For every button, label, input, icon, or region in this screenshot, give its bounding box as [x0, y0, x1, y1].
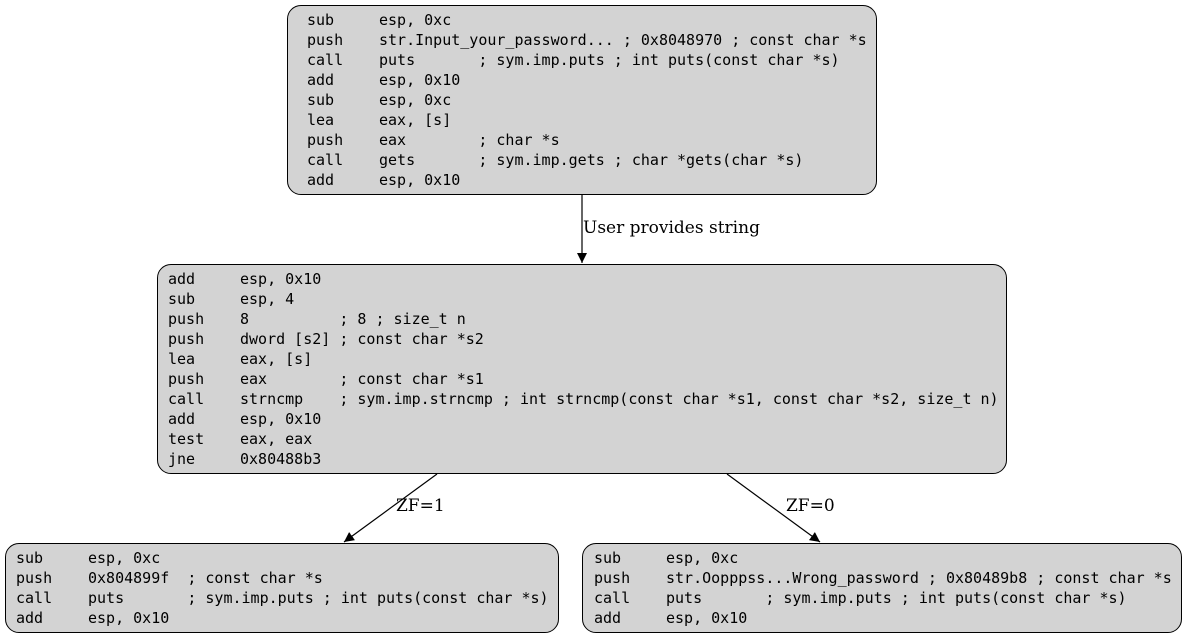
edge-zf0 — [726, 473, 821, 543]
asm-line: add esp, 0x10 — [307, 70, 867, 90]
mnemonic: push — [168, 310, 205, 328]
mnemonic: add — [594, 609, 622, 627]
basic-block-wrong-password: sub esp, 0xc push str.Oopppss...Wrong_pass… — [582, 543, 1182, 633]
operands: 0x804899f ; const char *s — [88, 569, 323, 587]
operands: esp, 0xc — [379, 91, 452, 109]
asm-line: call gets ; sym.imp.gets ; char *gets(cha… — [307, 150, 867, 170]
mnemonic: lea — [307, 111, 335, 129]
asm-line: push 0x804899f ; const char *s — [16, 568, 549, 588]
operands: gets ; sym.imp.gets ; char *gets(char *s… — [379, 151, 804, 169]
asm-line: call puts ; sym.imp.puts ; int puts(const… — [594, 588, 1172, 608]
mnemonic: push — [16, 569, 53, 587]
mnemonic: push — [168, 330, 205, 348]
asm-line: test eax, eax — [168, 429, 997, 449]
operands: esp, 0x10 — [666, 609, 748, 627]
mnemonic: push — [594, 569, 631, 587]
asm-line: sub esp, 0xc — [594, 548, 1172, 568]
edge-label-zf0: ZF=0 — [786, 496, 835, 516]
edge-label-user-input: User provides string — [583, 218, 760, 238]
operands: esp, 0x10 — [379, 71, 461, 89]
operands: esp, 0xc — [379, 11, 452, 29]
asm-line: add esp, 0x10 — [307, 170, 867, 190]
operands: esp, 0x10 — [240, 410, 322, 428]
asm-line: add esp, 0x10 — [16, 608, 549, 628]
edge-zf1 — [343, 473, 438, 543]
asm-line: push eax ; char *s — [307, 130, 867, 150]
mnemonic: call — [307, 151, 344, 169]
operands: esp, 4 — [240, 290, 295, 308]
basic-block-success: sub esp, 0xc push 0x804899f ; const char *… — [5, 543, 559, 633]
operands: eax ; char *s — [379, 131, 560, 149]
asm-line: add esp, 0x10 — [594, 608, 1172, 628]
operands: esp, 0xc — [88, 549, 161, 567]
operands: dword [s2] ; const char *s2 — [240, 330, 484, 348]
mnemonic: lea — [168, 350, 196, 368]
basic-block-compare: add esp, 0x10 sub esp, 4 push 8 ; 8 ; size_… — [157, 264, 1007, 474]
mnemonic: sub — [168, 290, 196, 308]
operands: str.Input_your_password... ; 0x8048970 ;… — [379, 31, 867, 49]
asm-line: call puts ; sym.imp.puts ; int puts(const… — [307, 50, 867, 70]
asm-line: sub esp, 0xc — [16, 548, 549, 568]
asm-line: lea eax, [s] — [168, 349, 997, 369]
asm-line: push dword [s2] ; const char *s2 — [168, 329, 997, 349]
asm-line: sub esp, 0xc — [307, 10, 867, 30]
operands: 8 ; 8 ; size_t n — [240, 310, 466, 328]
mnemonic: add — [307, 71, 335, 89]
operands: esp, 0x10 — [88, 609, 170, 627]
mnemonic: test — [168, 430, 205, 448]
asm-line: sub esp, 4 — [168, 289, 997, 309]
mnemonic: add — [168, 270, 196, 288]
mnemonic: push — [168, 370, 205, 388]
mnemonic: call — [594, 589, 631, 607]
asm-line: push 8 ; 8 ; size_t n — [168, 309, 997, 329]
mnemonic: sub — [307, 11, 335, 29]
asm-line: push eax ; const char *s1 — [168, 369, 997, 389]
asm-line: call strncmp ; sym.imp.strncmp ; int strn… — [168, 389, 999, 409]
mnemonic: jne — [168, 450, 196, 468]
mnemonic: sub — [307, 91, 335, 109]
operands: puts ; sym.imp.puts ; int puts(const cha… — [88, 589, 549, 607]
mnemonic: call — [307, 51, 344, 69]
operands: str.Oopppss...Wrong_password ; 0x80489b8… — [666, 569, 1172, 587]
mnemonic: sub — [594, 549, 622, 567]
asm-line: call puts ; sym.imp.puts ; int puts(const… — [16, 588, 549, 608]
operands: strncmp ; sym.imp.strncmp ; int strncmp(… — [240, 390, 999, 408]
edge-label-zf1: ZF=1 — [396, 496, 445, 516]
operands: esp, 0x10 — [240, 270, 322, 288]
mnemonic: add — [168, 410, 196, 428]
operands: puts ; sym.imp.puts ; int puts(const cha… — [666, 589, 1127, 607]
mnemonic: add — [16, 609, 44, 627]
basic-block-read-password: sub esp, 0xc push str.Input_your_password.… — [287, 5, 877, 195]
asm-line: add esp, 0x10 — [168, 409, 997, 429]
operands: eax, [s] — [379, 111, 452, 129]
mnemonic: add — [307, 171, 335, 189]
operands: 0x80488b3 — [240, 450, 322, 468]
asm-line: sub esp, 0xc — [307, 90, 867, 110]
mnemonic: push — [307, 131, 344, 149]
operands: eax, eax — [240, 430, 313, 448]
mnemonic: call — [16, 589, 53, 607]
operands: eax ; const char *s1 — [240, 370, 484, 388]
operands: eax, [s] — [240, 350, 313, 368]
mnemonic: call — [168, 390, 205, 408]
asm-line: add esp, 0x10 — [168, 269, 997, 289]
asm-line: push str.Input_your_password... ; 0x80489… — [307, 30, 867, 50]
operands: puts ; sym.imp.puts ; int puts(const cha… — [379, 51, 840, 69]
operands: esp, 0x10 — [379, 171, 461, 189]
mnemonic: push — [307, 31, 344, 49]
asm-line: push str.Oopppss...Wrong_password ; 0x804… — [594, 568, 1172, 588]
asm-line: jne 0x80488b3 — [168, 449, 997, 469]
operands: esp, 0xc — [666, 549, 739, 567]
asm-line: lea eax, [s] — [307, 110, 867, 130]
mnemonic: sub — [16, 549, 44, 567]
